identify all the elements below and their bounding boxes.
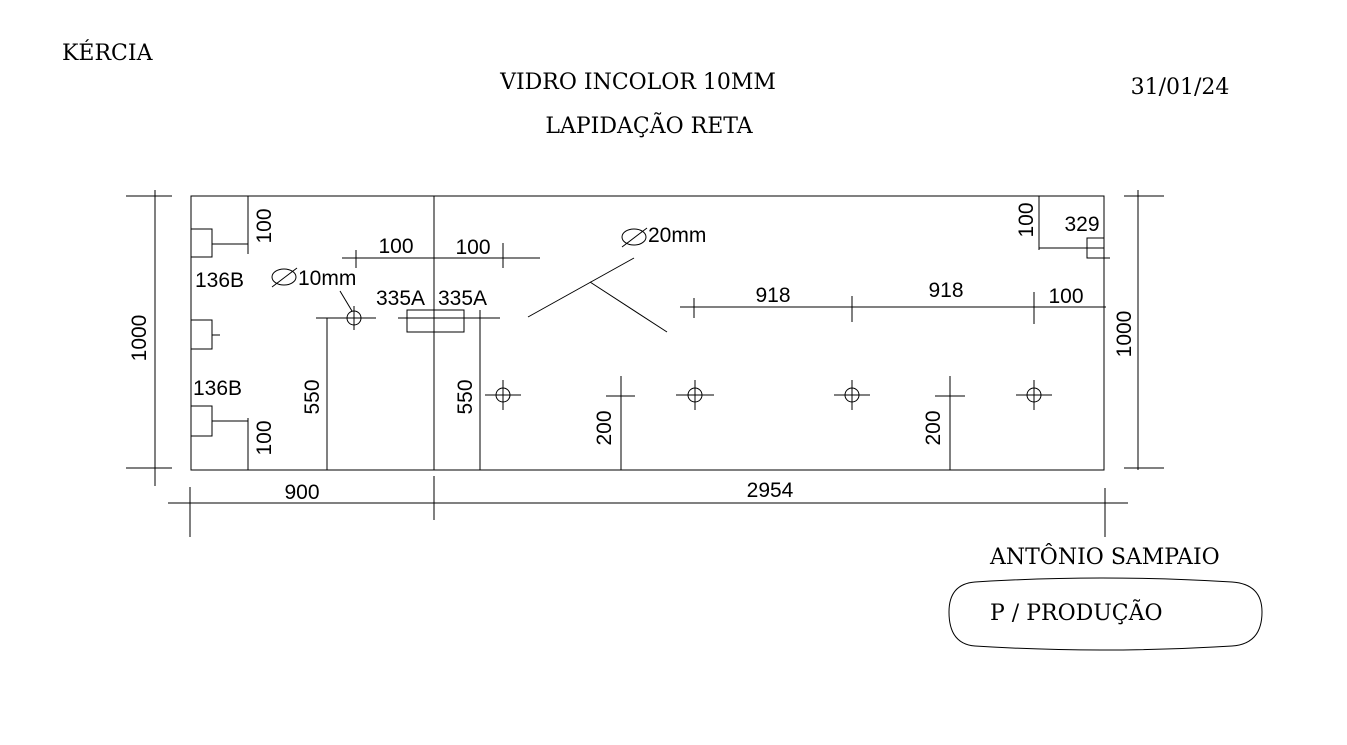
dim-height-left-label: 1000 <box>128 315 151 362</box>
dim-hole-height-a: 550 <box>301 379 324 414</box>
glass-spec: VIDRO INCOLOR 10MM <box>499 70 776 95</box>
corner-top-label: 100 <box>1015 202 1038 237</box>
hole-lower-3 <box>676 380 714 410</box>
dim-hole-gaps: 100 100 <box>342 235 540 268</box>
hole-small-label: 10mm <box>298 267 356 290</box>
hole-lower-6 <box>1016 380 1052 410</box>
dim-lower-height-a: 200 <box>593 410 616 445</box>
hinge-top-label: 136B <box>195 269 244 292</box>
dim-lower-height-b: 200 <box>922 410 945 445</box>
diameter-icon-large <box>621 228 647 246</box>
corner-width-label: 329 <box>1064 213 1099 236</box>
dim-height-right: 1000 <box>1113 190 1164 470</box>
hinge-bottom-offset-label: 100 <box>253 420 276 455</box>
dim-bottom-total-label: 2954 <box>747 479 794 502</box>
hole-small <box>316 306 376 330</box>
hole-small-callout: 10mm <box>271 267 356 312</box>
production-note-box <box>948 577 1263 651</box>
hole-large-label: 20mm <box>648 224 706 247</box>
dim-hole-gap-b-label: 100 <box>455 236 490 259</box>
production-note: P / PRODUÇÃO <box>990 598 1163 626</box>
finish-spec: LAPIDAÇÃO RETA <box>545 111 753 139</box>
mark-lower-2: 200 <box>593 376 635 470</box>
handle-fitting: 335A 335A 550 <box>376 287 500 470</box>
hinge-top: 136B 100 <box>190 196 276 292</box>
dim-spacing-end-label: 100 <box>1048 285 1083 308</box>
dim-height-right-label: 1000 <box>1113 311 1136 358</box>
hole-lower-1 <box>485 380 521 410</box>
client-name: KÉRCIA <box>62 39 154 66</box>
dim-hole-height-b: 550 <box>454 379 477 414</box>
hinge-bottom-label: 136B <box>193 377 242 400</box>
dim-spacing-a-label: 918 <box>755 284 790 307</box>
dim-hole-gap-a-label: 100 <box>378 235 413 258</box>
mark-lower-5: 200 <box>922 376 965 470</box>
diameter-icon <box>271 268 297 286</box>
dim-width-bottom: 900 2954 <box>168 476 1128 537</box>
hinge-middle <box>190 319 220 350</box>
hinge-bottom: 136B 100 <box>190 377 276 470</box>
hole-lower-4 <box>834 380 870 410</box>
hinge-top-offset-label: 100 <box>253 208 276 243</box>
dim-bottom-left-label: 900 <box>284 481 319 504</box>
dim-height-left: 1000 <box>126 190 172 486</box>
author-name: ANTÔNIO SAMPAIO <box>989 543 1220 570</box>
dim-spacing-b-label: 918 <box>928 279 963 302</box>
handle-b-label: 335A <box>438 287 487 310</box>
corner-fitting: 100 329 <box>1015 196 1110 259</box>
date: 31/01/24 <box>1131 75 1230 100</box>
handle-a-label: 335A <box>376 287 425 310</box>
hole-large-callout: 20mm <box>527 224 706 333</box>
dim-spacing: 918 918 100 <box>680 279 1106 324</box>
